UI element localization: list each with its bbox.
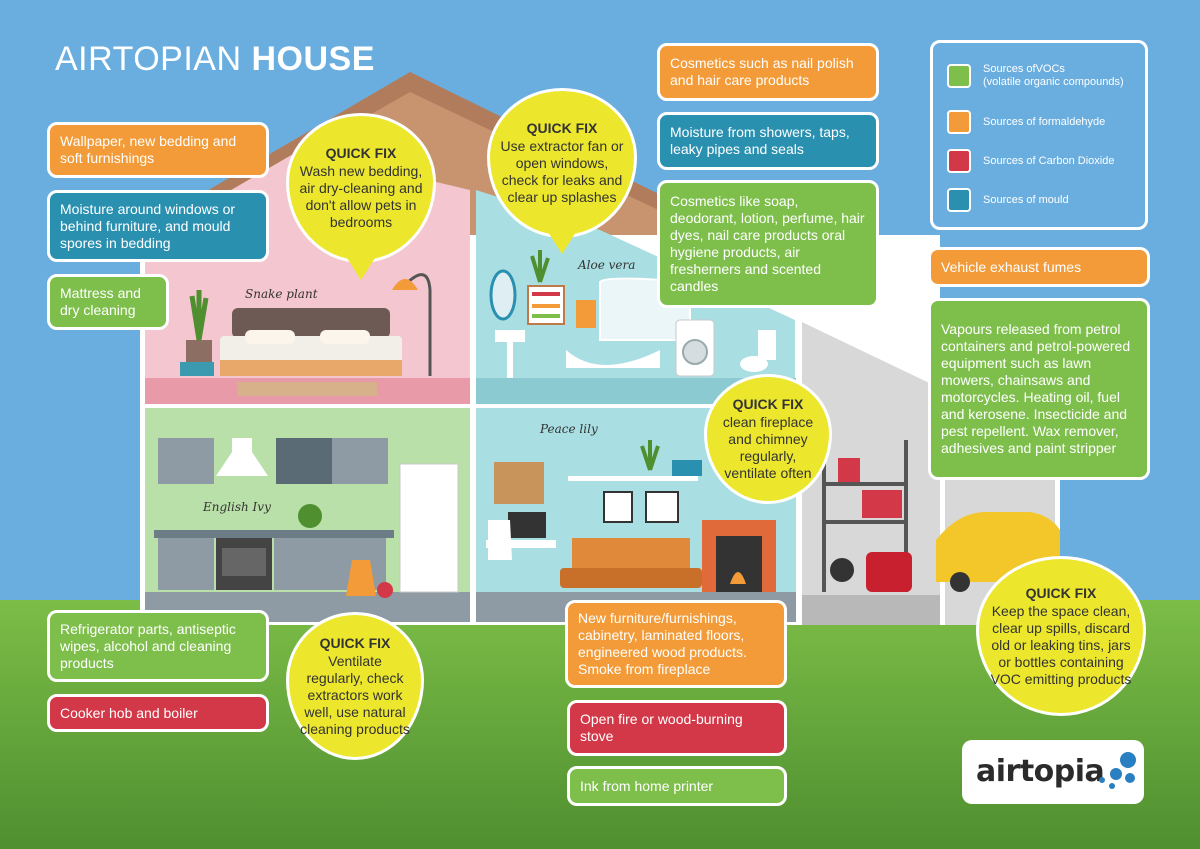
refrigerator-box: Refrigerator parts, antiseptic wipes, al… (47, 610, 269, 682)
furniture-box: New furniture/furnishings, cabinetry, la… (565, 600, 787, 688)
legend: Sources ofVOCs(volatile organic compound… (930, 40, 1148, 230)
page-title: AIRTOPIAN HOUSE (55, 40, 375, 78)
snake-plant-label: Snake plant (245, 287, 318, 301)
legend-swatch-vocs (947, 64, 971, 88)
legend-item-formaldehyde: Sources of formaldehyde (947, 110, 1105, 134)
cooker-box: Cooker hob and boiler (47, 694, 269, 732)
legend-item-co2: Sources of Carbon Dioxide (947, 149, 1114, 173)
peace-lily-label: Peace lily (540, 422, 598, 436)
quickfix-kitchen: QUICK FIX Ventilate regularly, check ext… (286, 612, 424, 760)
quickfix-heading: QUICK FIX (526, 120, 598, 136)
moisture-windows-box: Moisture around windows or behind furnit… (47, 190, 269, 262)
cosmetics-nail-box: Cosmetics such as nail polish and hair c… (657, 43, 879, 101)
legend-sublabel-vocs: (volatile organic compounds) (983, 76, 1124, 88)
quickfix-living: QUICK FIX clean fireplace and chimney re… (704, 374, 832, 504)
quickfix-heading: QUICK FIX (1025, 584, 1097, 601)
moisture-showers-box: Moisture from showers, taps, leaky pipes… (657, 112, 879, 170)
quickfix-living-text: clean fireplace and chimney regularly, v… (722, 414, 814, 481)
mattress-box: Mattress and dry cleaning (47, 274, 169, 330)
legend-label-formaldehyde: Sources of formaldehyde (983, 115, 1106, 128)
legend-swatch-co2 (947, 149, 971, 173)
quickfix-kitchen-text: Ventilate regularly, check extractors wo… (300, 652, 410, 737)
cosmetics-soap-box: Cosmetics like soap, deodorant, lotion, … (657, 180, 879, 308)
legend-swatch-mould (947, 188, 971, 212)
quickfix-bedroom: QUICK FIX Wash new bedding, air dry-clea… (286, 113, 436, 263)
english-ivy-label: English Ivy (203, 500, 271, 514)
vehicle-exhaust-box: Vehicle exhaust fumes (928, 247, 1150, 287)
airtopia-logo: airtopia (962, 740, 1144, 804)
quickfix-heading: QUICK FIX (325, 145, 397, 161)
quickfix-heading: QUICK FIX (319, 634, 391, 651)
quickfix-bathroom: QUICK FIX Use extractor fan or open wind… (487, 88, 637, 238)
aloe-vera-label: Aloe vera (578, 258, 636, 272)
quickfix-garage-text: Keep the space clean, clear up spills, d… (990, 602, 1132, 687)
quickfix-bedroom-tip (347, 258, 375, 280)
quickfix-heading: QUICK FIX (732, 396, 804, 412)
quickfix-garage: QUICK FIX Keep the space clean, clear up… (976, 556, 1146, 716)
ink-printer-box: Ink from home printer (567, 766, 787, 806)
legend-label-co2: Sources of Carbon Dioxide (983, 154, 1115, 167)
legend-item-mould: Sources of mould (947, 188, 1069, 212)
quickfix-bathroom-tip (548, 232, 576, 254)
quickfix-bathroom-text: Use extractor fan or open windows, check… (500, 138, 624, 205)
legend-label-vocs: Sources ofVOCs (983, 63, 1065, 75)
garage-floor (802, 595, 940, 625)
open-fire-box: Open fire or wood-burning stove (567, 700, 787, 756)
legend-label-mould: Sources of mould (983, 193, 1069, 206)
legend-item-vocs: Sources ofVOCs(volatile organic compound… (947, 63, 1124, 89)
wallpaper-box: Wallpaper, new bedding and soft furnishi… (47, 122, 269, 178)
logo-text: airtopia (976, 754, 1105, 789)
legend-swatch-formaldehyde (947, 110, 971, 134)
quickfix-bedroom-text: Wash new bedding, air dry-cleaning and d… (299, 163, 423, 230)
vapours-box: Vapours released from petrol containers … (928, 298, 1150, 480)
logo-dots-icon (1099, 752, 1136, 789)
